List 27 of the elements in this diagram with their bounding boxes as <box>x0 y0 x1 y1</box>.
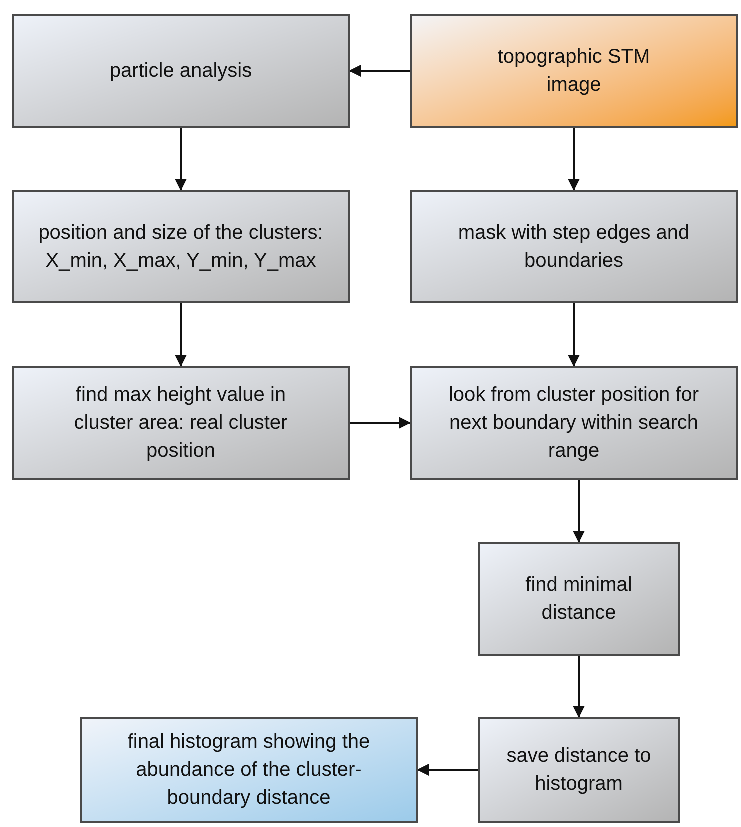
box-text: mask with step edges and boundaries <box>457 220 691 274</box>
box-text: find max height value in cluster area: real cluster position <box>73 383 289 464</box>
process-box <box>12 190 350 303</box>
box-text: particle analysis <box>110 59 252 84</box>
arrow <box>573 656 585 718</box>
arrow <box>568 128 580 191</box>
box-text: position and size of the clusters: X_min, X_max, Y_min, Y_max <box>38 220 324 274</box>
process-box <box>12 366 350 480</box>
arrow <box>175 128 187 191</box>
process-box <box>410 14 738 128</box>
process-box <box>478 542 680 656</box>
arrow <box>175 303 187 367</box>
arrow <box>573 480 585 543</box>
box-text: save distance to histogram <box>506 744 652 797</box>
process-box <box>410 366 738 480</box>
process-box <box>80 717 418 823</box>
arrow <box>417 764 478 776</box>
process-box <box>410 190 738 303</box>
arrow <box>568 303 580 367</box>
process-box <box>12 14 350 128</box>
box-text: final histogram showing the abundance of the cluster-boundary distance <box>126 730 372 811</box>
box-text: look from cluster position for next boundary within search range <box>448 383 700 464</box>
box-text: topographic STM image <box>496 45 652 98</box>
arrow <box>350 417 411 429</box>
arrow <box>349 65 410 77</box>
box-text: find minimal distance <box>524 573 634 626</box>
process-box <box>478 717 680 823</box>
